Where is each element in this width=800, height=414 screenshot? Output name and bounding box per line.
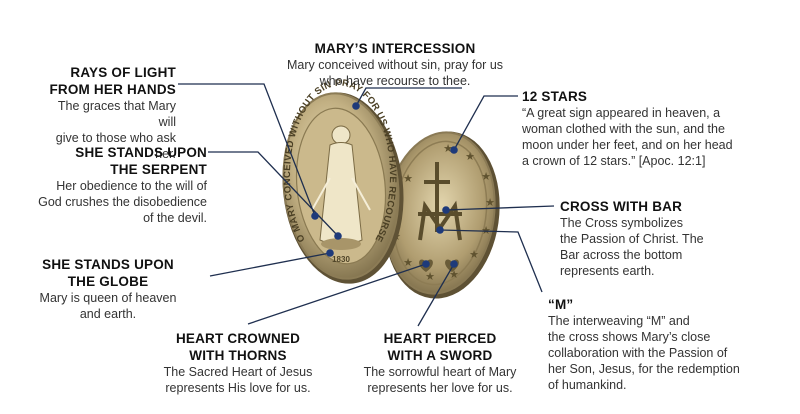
thorns-text: The Sacred Heart of Jesus represents His…	[163, 365, 313, 395]
label-serpent: SHE STANDS UPON THE SERPENT Her obedienc…	[15, 144, 207, 226]
svg-text:★: ★	[403, 257, 413, 269]
serpent-text: Her obedience to the will of God crushes…	[38, 179, 207, 225]
globe-icon	[321, 238, 361, 250]
stars-text: “A great sign appeared in heaven, a woma…	[522, 106, 733, 168]
serpent-title: SHE STANDS UPON THE SERPENT	[75, 145, 207, 177]
m-text: The interweaving “M” and the cross shows…	[548, 314, 740, 392]
globe-text: Mary is queen of heaven and earth.	[39, 291, 177, 321]
cross-text: The Cross symbolizes the Passion of Chri…	[560, 216, 704, 278]
svg-text:★: ★	[403, 173, 413, 185]
label-stars: 12 STARS “A great sign appeared in heave…	[522, 88, 794, 169]
sword-title: HEART PIERCED WITH A SWORD	[383, 331, 497, 363]
medal-back: ★ ★ ★ ★ ★ ★ ★ ★ ★ ★ ★ ★	[384, 131, 500, 299]
rays-text: The graces that Mary will give to those …	[55, 99, 176, 161]
label-rays: RAYS OF LIGHT FROM HER HANDS The graces …	[40, 64, 176, 162]
label-sword: HEART PIERCED WITH A SWORD The sorrowful…	[342, 330, 538, 396]
label-thorns: HEART CROWNED WITH THORNS The Sacred Hea…	[140, 330, 336, 396]
label-cross: CROSS WITH BAR The Cross symbolizes the …	[560, 198, 780, 279]
cross-title: CROSS WITH BAR	[560, 199, 683, 214]
svg-text:★: ★	[449, 269, 459, 281]
svg-text:★: ★	[485, 197, 495, 209]
globe-title: SHE STANDS UPON THE GLOBE	[42, 257, 174, 289]
svg-text:★: ★	[425, 271, 435, 283]
svg-text:★: ★	[465, 151, 475, 163]
intercession-text: Mary conceived without sin, pray for us …	[286, 58, 504, 88]
intercession-title: MARY’S INTERCESSION	[314, 41, 476, 56]
leader-dots	[311, 102, 458, 268]
label-globe: SHE STANDS UPON THE GLOBE Mary is queen …	[20, 256, 196, 322]
label-m: “M” The interweaving “M” and the cross s…	[548, 296, 788, 393]
svg-text:★: ★	[469, 249, 479, 261]
sword-text: The sorrowful heart of Mary represents h…	[363, 365, 517, 395]
rays-title: RAYS OF LIGHT FROM HER HANDS	[49, 65, 176, 97]
leader-lines	[178, 83, 555, 327]
svg-text:★: ★	[481, 171, 491, 183]
label-intercession: MARY’S INTERCESSION Mary conceived witho…	[260, 40, 530, 89]
stars-title: 12 STARS	[522, 89, 588, 104]
m-title: “M”	[548, 297, 574, 312]
medal-year: 1830	[332, 255, 350, 264]
svg-text:★: ★	[443, 143, 453, 155]
thorns-title: HEART CROWNED WITH THORNS	[175, 331, 301, 363]
